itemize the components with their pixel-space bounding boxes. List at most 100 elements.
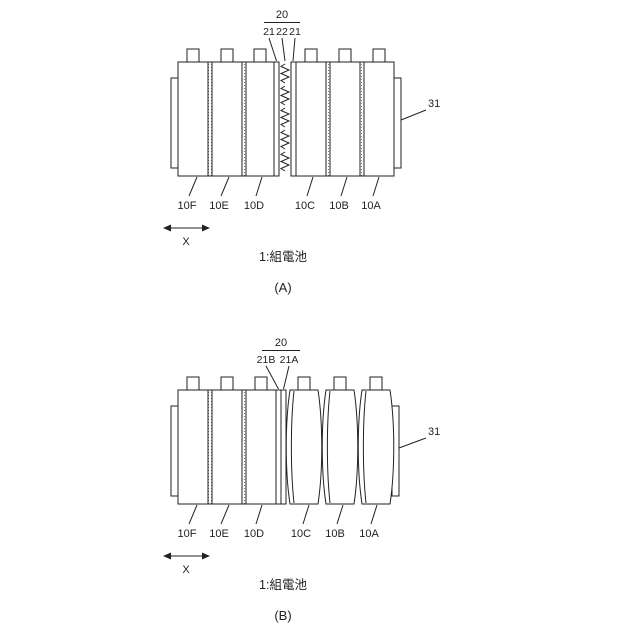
spring-zigzag xyxy=(279,85,291,106)
ref-label-22: 22 xyxy=(276,26,288,38)
leader-21-left xyxy=(268,37,277,62)
spacer-plate-21B xyxy=(275,389,282,505)
elastic-member-22-zigzag xyxy=(279,63,291,172)
x-axis-arrowhead-right xyxy=(202,552,210,560)
cell-10F xyxy=(177,389,209,505)
ref-label-21-left: 21 xyxy=(263,26,275,38)
ref-label-10E: 10E xyxy=(209,200,229,212)
figure-panel-a: 20 21 22 21 31 10F 10E 10D 10C 10B 10A xyxy=(163,9,440,295)
ref-label-10C: 10C xyxy=(295,200,315,212)
ref-label-10D: 10D xyxy=(244,528,264,540)
terminal-10B xyxy=(333,376,347,391)
leader-10C xyxy=(306,176,314,197)
cell-10E xyxy=(211,61,243,177)
leader-21B xyxy=(265,365,279,390)
leader-10D xyxy=(255,176,263,197)
ref-label-31: 31 xyxy=(428,426,440,438)
figure-caption: 1:組電池 xyxy=(259,578,307,592)
end-plate-right xyxy=(393,77,402,169)
cell-10A-inner-sheet xyxy=(362,390,367,504)
leader-10F xyxy=(188,176,198,197)
ref-label-10F: 10F xyxy=(178,528,197,540)
ref-label-10B: 10B xyxy=(329,200,349,212)
cell-10C-inner-sheet xyxy=(290,390,295,504)
cell-10D xyxy=(245,389,277,505)
panel-letter: (A) xyxy=(274,280,291,295)
panel-b-annotations: 20 21B 21A 31 10F 10E 10D 10C 10B 10A X xyxy=(163,337,440,623)
cell-10B-swollen xyxy=(321,389,359,505)
cell-10A xyxy=(363,61,395,177)
panel-letter: (B) xyxy=(274,608,291,623)
separator-sheet xyxy=(207,61,213,177)
figure-panel-b: 20 21B 21A 31 10F 10E 10D 10C 10B 10A X xyxy=(163,337,440,623)
spacer-plate-right-21 xyxy=(290,61,297,177)
leader-10D xyxy=(255,504,263,525)
ref-label-31: 31 xyxy=(428,98,440,110)
cell-10B-inner-sheet xyxy=(326,390,331,504)
x-axis-label: X xyxy=(182,564,190,576)
ref-label-21A: 21A xyxy=(280,354,299,366)
x-axis-label: X xyxy=(182,236,190,248)
separator-sheet xyxy=(359,61,365,177)
cell-10B xyxy=(329,61,361,177)
end-plate-left xyxy=(170,405,179,497)
ref-label-10A: 10A xyxy=(361,200,381,212)
x-axis-arrowhead-right xyxy=(202,224,210,232)
leader-10A xyxy=(372,176,380,197)
battery-stack-a xyxy=(170,48,402,177)
leader-10B xyxy=(336,504,344,525)
ref-label-20: 20 xyxy=(275,337,287,349)
cell-10F xyxy=(177,61,209,177)
terminal-10E xyxy=(220,48,234,63)
terminal-10D xyxy=(254,376,268,391)
cell-10C xyxy=(295,61,327,177)
leader-31 xyxy=(400,109,427,121)
leader-10B xyxy=(340,176,348,197)
cell-10A-swollen xyxy=(357,389,395,505)
leader-31 xyxy=(398,437,427,449)
leader-22 xyxy=(281,37,286,62)
leader-10F xyxy=(188,504,198,525)
leader-10A xyxy=(370,504,378,525)
ref-label-21-right: 21 xyxy=(289,26,301,38)
end-plate-left xyxy=(170,77,179,169)
panel-a-annotations: 20 21 22 21 31 10F 10E 10D 10C 10B 10A xyxy=(163,9,440,295)
cell-10E xyxy=(211,389,243,505)
ref-label-10B: 10B xyxy=(325,528,345,540)
ref-label-21B: 21B xyxy=(257,354,276,366)
terminal-10C xyxy=(297,376,311,391)
terminal-10E xyxy=(220,376,234,391)
separator-sheet xyxy=(207,389,213,505)
spring-zigzag xyxy=(279,107,291,128)
terminal-10F xyxy=(186,48,200,63)
cell-10D xyxy=(245,61,275,177)
cell-10C-swollen xyxy=(285,389,323,505)
x-axis-arrowhead-left xyxy=(163,224,171,232)
spring-zigzag xyxy=(279,129,291,150)
leader-10E xyxy=(220,504,230,525)
terminal-10F xyxy=(186,376,200,391)
leader-10C xyxy=(302,504,310,525)
terminal-10A xyxy=(369,376,383,391)
leader-10E xyxy=(220,176,230,197)
spacer-plate-21A xyxy=(280,389,287,505)
leader-21A xyxy=(283,365,290,390)
separator-sheet xyxy=(325,61,331,177)
terminal-10C xyxy=(304,48,318,63)
terminal-10B xyxy=(338,48,352,63)
ref-label-20: 20 xyxy=(276,9,288,21)
spring-zigzag xyxy=(279,151,291,172)
leader-21-right xyxy=(292,37,296,62)
battery-stack-b-left xyxy=(170,376,400,505)
x-axis-arrowhead-left xyxy=(163,552,171,560)
spring-zigzag xyxy=(279,63,291,84)
ref-label-10E: 10E xyxy=(209,528,229,540)
figure-caption: 1:組電池 xyxy=(259,250,307,264)
terminal-10A xyxy=(372,48,386,63)
ref-label-10C: 10C xyxy=(291,528,311,540)
spacer-plate-left-21 xyxy=(273,61,280,177)
ref-label-10F: 10F xyxy=(178,200,197,212)
separator-sheet xyxy=(241,61,247,177)
terminal-10D xyxy=(253,48,267,63)
